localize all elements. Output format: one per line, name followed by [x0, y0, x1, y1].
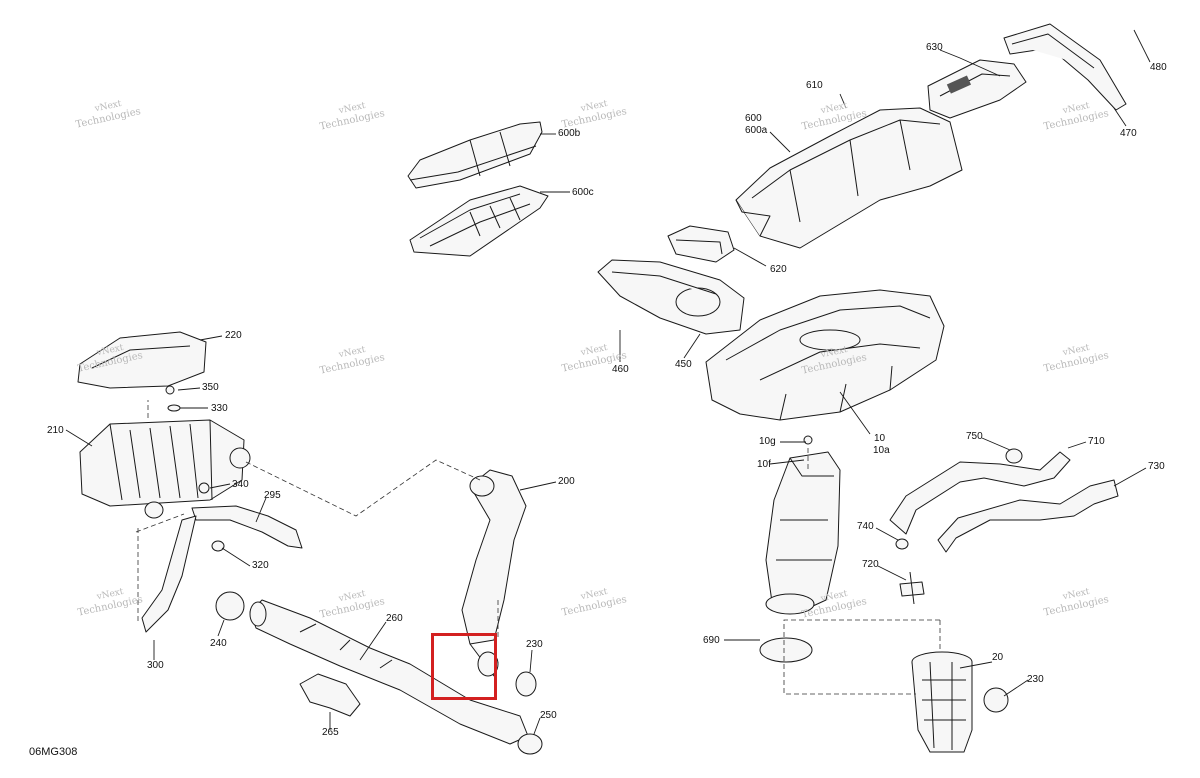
callout-610[interactable]: 610: [806, 80, 823, 91]
callout-260[interactable]: 260: [386, 613, 403, 624]
callout-450[interactable]: 450: [675, 359, 692, 370]
callout-330[interactable]: 330: [211, 403, 228, 414]
part-690-clamp: [759, 637, 813, 663]
callout-210[interactable]: 210: [47, 425, 64, 436]
part-600b-cover: [407, 121, 543, 189]
part-20-filter: [911, 651, 973, 753]
part-295-bracket: [191, 505, 303, 549]
callout-470[interactable]: 470: [1120, 128, 1137, 139]
callout-600b[interactable]: 600b: [558, 128, 581, 139]
callout-300[interactable]: 300: [147, 660, 164, 671]
callout-10g[interactable]: 10g: [759, 436, 776, 447]
part-340-clip: [198, 482, 210, 494]
callout-340[interactable]: 340: [232, 479, 249, 490]
leader-lines: [65, 29, 1151, 735]
callout-750[interactable]: 750: [966, 431, 983, 442]
callout-220[interactable]: 220: [225, 330, 242, 341]
callout-720[interactable]: 720: [862, 559, 879, 570]
callout-480[interactable]: 480: [1150, 62, 1167, 73]
part-10g-bolt: [803, 435, 813, 445]
part-200-tube: [461, 469, 527, 677]
part-330-washer: [167, 404, 181, 412]
part-210-intercooler: [79, 419, 251, 519]
part-10f-tower: [765, 451, 841, 615]
callout-710[interactable]: 710: [1088, 436, 1105, 447]
part-230-clamp-left: [515, 671, 537, 697]
part-10-airbox-base: [705, 289, 945, 421]
callout-600c[interactable]: 600c: [572, 187, 594, 198]
callout-600a[interactable]: 600a: [745, 125, 768, 136]
part-730-hose: [937, 479, 1119, 553]
part-740-clip: [895, 538, 909, 550]
callout-230-right[interactable]: 230: [1027, 674, 1044, 685]
part-620-duct: [667, 225, 735, 263]
callout-200[interactable]: 200: [558, 476, 575, 487]
part-600-intake-housing: [735, 107, 963, 249]
callout-730[interactable]: 730: [1148, 461, 1165, 472]
part-240-clamp: [215, 591, 245, 621]
callout-620[interactable]: 620: [770, 264, 787, 275]
callout-350[interactable]: 350: [202, 382, 219, 393]
callout-265[interactable]: 265: [322, 727, 339, 738]
part-265-elbow: [299, 673, 361, 717]
part-220-cover: [77, 331, 207, 389]
part-320-clip: [211, 540, 225, 552]
callout-295[interactable]: 295: [264, 490, 281, 501]
callout-690[interactable]: 690: [703, 635, 720, 646]
part-720-fitting: [899, 571, 925, 605]
callout-600[interactable]: 600: [745, 113, 762, 124]
selection-highlight-box: [431, 633, 497, 700]
assembly-dashed-lines: [135, 400, 941, 695]
part-600c-frame: [409, 185, 549, 257]
part-450-duct-plate: [597, 259, 745, 335]
callout-250[interactable]: 250: [540, 710, 557, 721]
callout-10a[interactable]: 10a: [873, 445, 890, 456]
part-300-bracket: [141, 515, 197, 633]
callout-230-left[interactable]: 230: [526, 639, 543, 650]
callout-630[interactable]: 630: [926, 42, 943, 53]
callout-10f[interactable]: 10f: [757, 459, 771, 470]
callout-20[interactable]: 20: [992, 652, 1004, 663]
part-750-cap: [1005, 448, 1023, 464]
part-470-rail: [1003, 23, 1127, 111]
callout-320[interactable]: 320: [252, 560, 269, 571]
part-250-clamp: [517, 733, 543, 755]
callout-460[interactable]: 460: [612, 364, 629, 375]
callout-740[interactable]: 740: [857, 521, 874, 532]
part-630-panel: [927, 59, 1027, 119]
part-350-bolt: [165, 385, 175, 395]
part-710-hose: [889, 451, 1071, 535]
callout-240[interactable]: 240: [210, 638, 227, 649]
callout-10[interactable]: 10: [874, 433, 886, 444]
diagram-code: 06MG308: [29, 746, 78, 758]
part-230-clamp-right: [983, 687, 1009, 713]
